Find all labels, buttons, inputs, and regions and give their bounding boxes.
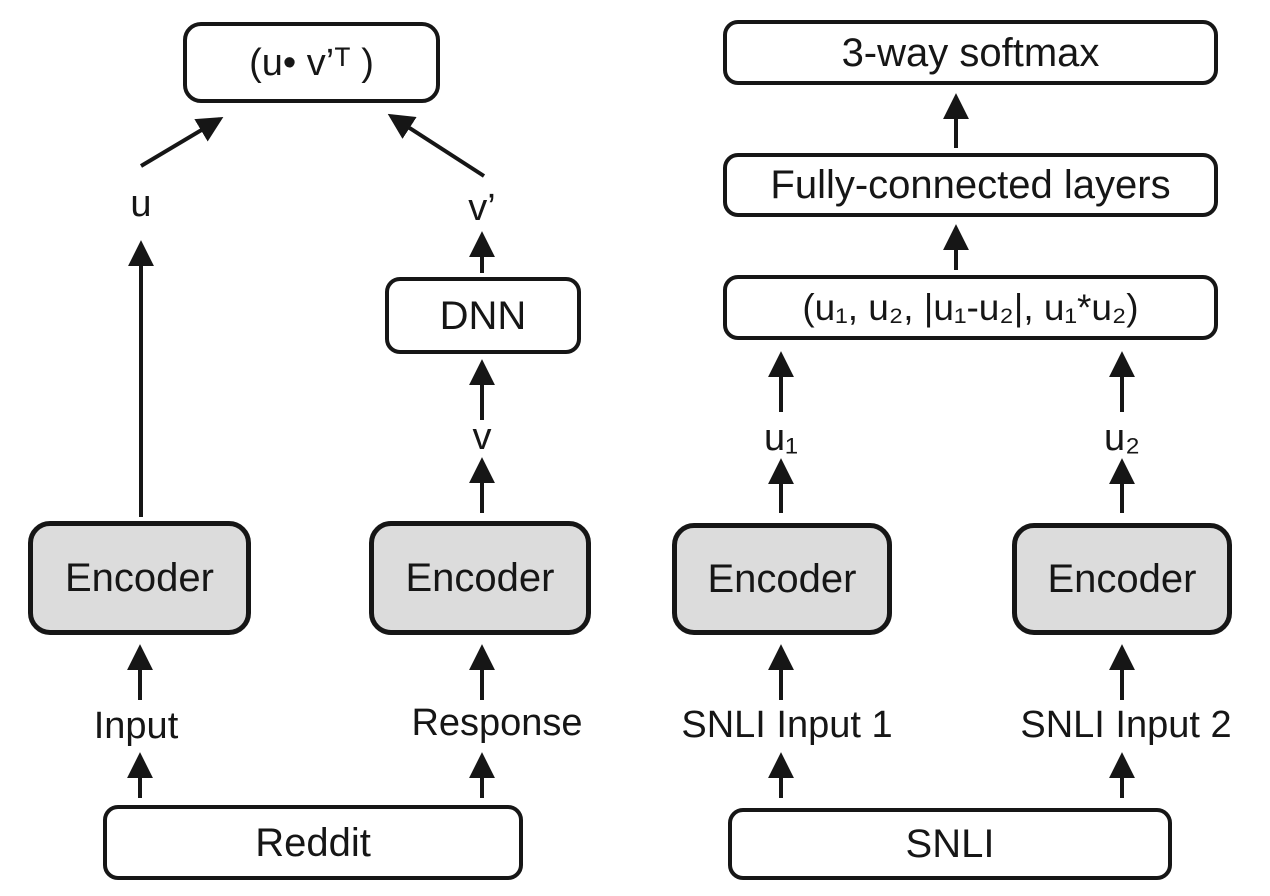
input-label: Input: [93, 705, 179, 747]
v-prime-vector-label: v’: [468, 187, 496, 229]
feature-concat-box: (u₁, u₂, |u₁-u₂|, u₁*u₂): [723, 275, 1218, 340]
dnn-box: DNN: [385, 277, 581, 354]
fully-connected-box: Fully-connected layers: [723, 153, 1218, 217]
reddit-dataset-label: Reddit: [255, 820, 371, 865]
arrow-vprime-to-score: [387, 113, 486, 178]
u-vector-label: u: [130, 183, 152, 225]
snli-encoder2-box: Encoder: [1012, 523, 1232, 635]
snli-input1-label: SNLI Input 1: [681, 704, 893, 746]
snli-encoder1-box: Encoder: [672, 523, 892, 635]
arrow-u-to-score: [139, 117, 224, 168]
snli-encoder1-label: Encoder: [707, 557, 857, 601]
response-encoder-box: Encoder: [369, 521, 591, 635]
snli-input2-label: SNLI Input 2: [1020, 704, 1232, 746]
input-encoder-box: Encoder: [28, 521, 251, 635]
fully-connected-label: Fully-connected layers: [770, 163, 1171, 207]
dot-product-score-box: (u• v’ᵀ ): [183, 22, 440, 103]
softmax-label: 3-way softmax: [841, 30, 1100, 75]
u1-vector-label: u₁: [764, 417, 798, 459]
dot-product-score-label: (u• v’ᵀ ): [249, 41, 374, 84]
u2-vector-label: u₂: [1104, 417, 1140, 459]
softmax-box: 3-way softmax: [723, 20, 1218, 85]
reddit-dataset-box: Reddit: [103, 805, 523, 880]
snli-dataset-box: SNLI: [728, 808, 1172, 880]
snli-encoder2-label: Encoder: [1047, 557, 1197, 601]
snli-dataset-label: SNLI: [905, 822, 995, 866]
v-vector-label: v: [472, 416, 492, 458]
feature-concat-label: (u₁, u₂, |u₁-u₂|, u₁*u₂): [802, 287, 1139, 328]
response-encoder-label: Encoder: [405, 556, 555, 600]
input-encoder-label: Encoder: [65, 556, 214, 600]
response-label: Response: [411, 702, 583, 744]
dnn-label: DNN: [439, 293, 527, 338]
